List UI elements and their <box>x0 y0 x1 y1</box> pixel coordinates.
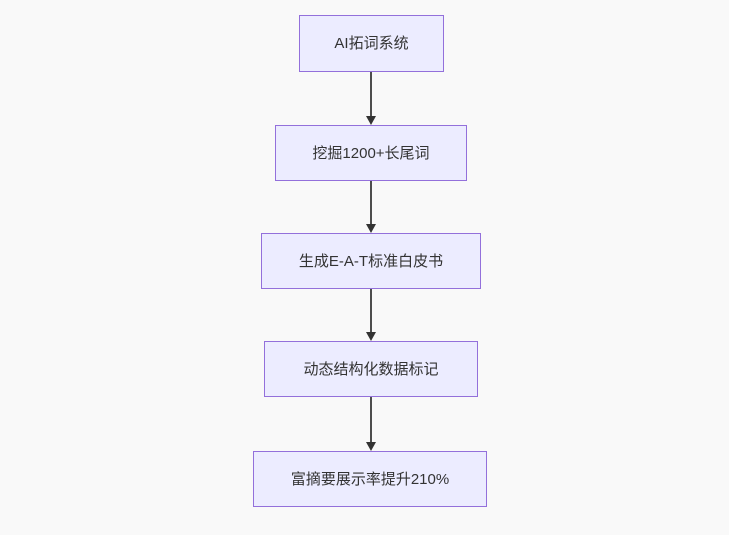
edge-line <box>370 289 372 334</box>
arrow-down-icon <box>366 224 376 233</box>
flow-edge-1-to-2 <box>366 72 376 125</box>
flow-node-rich-snippet-rate: 富摘要展示率提升210% <box>253 451 487 507</box>
arrow-down-icon <box>366 116 376 125</box>
flow-edge-4-to-5 <box>366 397 376 451</box>
flow-node-eat-whitepaper: 生成E-A-T标准白皮书 <box>261 233 481 289</box>
edge-line <box>370 397 372 444</box>
flow-node-label: 富摘要展示率提升210% <box>290 470 450 488</box>
arrow-down-icon <box>366 332 376 341</box>
flow-node-ai-expansion-system: AI拓词系统 <box>299 15 444 72</box>
flow-node-label: AI拓词系统 <box>334 35 409 52</box>
flow-node-structured-data-markup: 动态结构化数据标记 <box>264 341 478 397</box>
flow-node-label: 生成E-A-T标准白皮书 <box>298 252 444 270</box>
arrow-down-icon <box>366 442 376 451</box>
flow-edge-3-to-4 <box>366 289 376 341</box>
flow-node-label: 动态结构化数据标记 <box>303 360 439 378</box>
flow-node-label: 挖掘1200+长尾词 <box>312 144 430 162</box>
flow-edge-2-to-3 <box>366 181 376 233</box>
flow-node-longtail-mining: 挖掘1200+长尾词 <box>275 125 467 181</box>
edge-line <box>370 72 372 118</box>
edge-line <box>370 181 372 226</box>
